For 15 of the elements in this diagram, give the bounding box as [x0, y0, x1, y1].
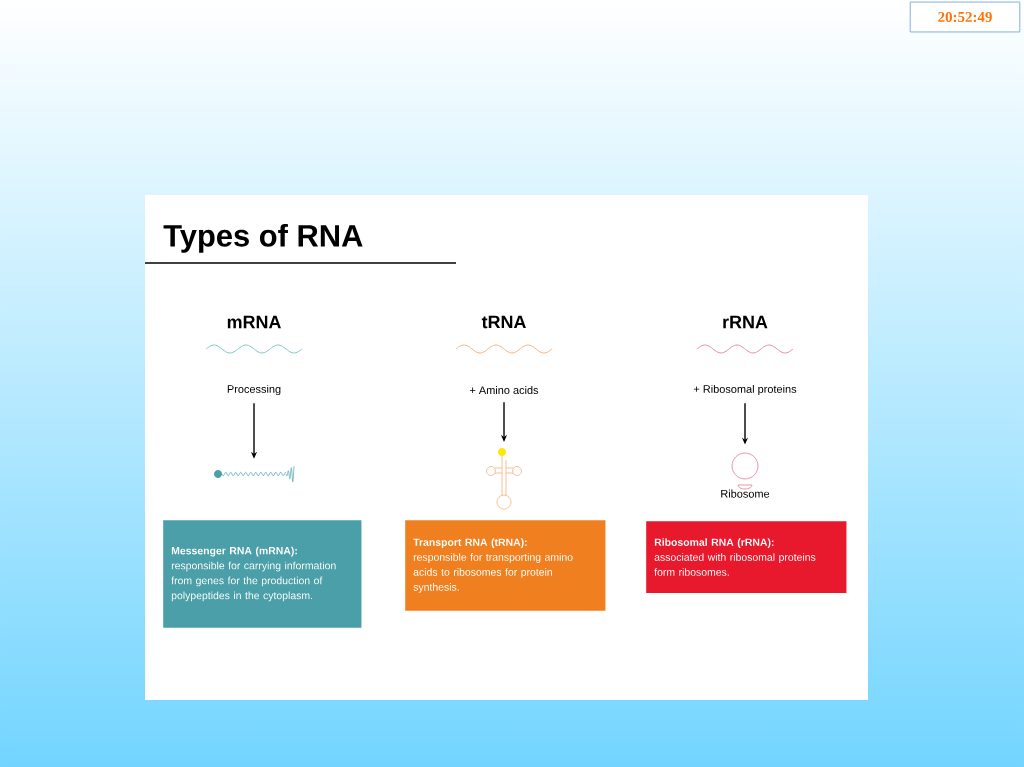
heading: rRNA: [723, 315, 768, 329]
step-label: + Ribosomal proteins: [693, 384, 797, 396]
mrna-drawing: [214, 465, 295, 483]
heading: tRNA: [481, 315, 526, 329]
info-box: Transport RNA (tRNA): responsible for transporting amino acids to ribosomes for protein synthesis.: [405, 520, 606, 611]
step-label: Processing: [227, 384, 281, 396]
heading: mRNA: [227, 315, 281, 329]
info-box: Messenger RNA (mRNA): responsible for carrying information from genes for the production of polypeptides in the cytoplasm.: [163, 520, 362, 628]
trna-drawing: [486, 448, 522, 510]
title: Types of RNA: [163, 224, 363, 253]
clock-box: 20:52:49: [909, 1, 1021, 33]
step-label: + Amino acids: [469, 386, 539, 394]
node-label: Ribosome: [721, 489, 770, 498]
info-box: Ribosomal RNA (rRNA): associated with ribosomal proteins form ribosomes.: [646, 521, 847, 593]
ribosome-circle: [731, 452, 759, 490]
